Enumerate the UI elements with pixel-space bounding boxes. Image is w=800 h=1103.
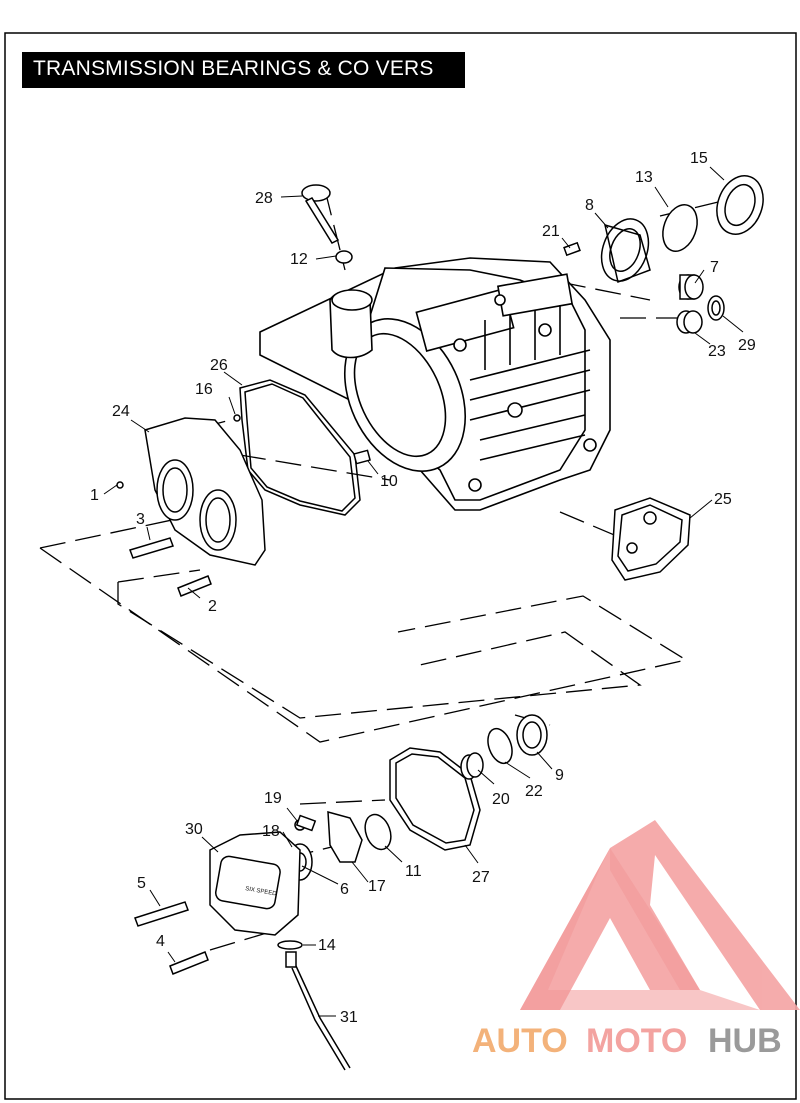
transmission-case — [259, 257, 611, 511]
callout-30: 30 — [185, 821, 203, 838]
upper-bearings — [563, 175, 764, 334]
lower-bearings — [134, 714, 548, 1071]
callout-19: 19 — [264, 790, 282, 807]
callout-25: 25 — [714, 491, 732, 508]
callout-28: 28 — [255, 190, 273, 207]
watermark-text: AUTO MOTO HUB — [472, 1022, 782, 1060]
watermark-part-2: MOTO — [586, 1022, 687, 1060]
callout-14: 14 — [318, 937, 336, 954]
gasket-25 — [611, 497, 691, 581]
page-border — [4, 32, 797, 1100]
callout-17: 17 — [368, 878, 386, 895]
callout-1: 1 — [90, 487, 99, 504]
callout-2: 2 — [208, 598, 217, 615]
callout-7: 7 — [710, 259, 719, 276]
callout-11: 11 — [405, 863, 422, 880]
callout-5: 5 — [137, 875, 146, 892]
callout-31: 31 — [340, 1009, 358, 1026]
diagram-title: TRANSMISSION BEARINGS & CO VERS — [33, 57, 434, 80]
callout-29: 29 — [738, 337, 756, 354]
plug-bolt — [301, 184, 353, 264]
callout-27: 27 — [472, 869, 490, 886]
callout-16: 16 — [195, 381, 213, 398]
callout-26: 26 — [210, 357, 228, 374]
watermark-part-1: AUTO — [472, 1022, 568, 1060]
callout-21: 21 — [542, 223, 560, 240]
callout-6: 6 — [340, 881, 349, 898]
callout-15: 15 — [690, 150, 708, 167]
cover-text: SIX SPEED — [245, 886, 278, 898]
callout-23: 23 — [708, 343, 726, 360]
callout-10: 10 — [380, 473, 398, 490]
callout-3: 3 — [136, 511, 145, 528]
callout-18: 18 — [262, 823, 280, 840]
callout-12: 12 — [290, 251, 308, 268]
watermark-logo — [520, 820, 800, 1010]
watermark-part-3: HUB — [708, 1022, 782, 1060]
callout-4: 4 — [156, 933, 165, 950]
callout-labels: 1 2 3 4 5 6 7 8 9 10 11 12 13 14 15 16 1… — [90, 150, 756, 1026]
callout-20: 20 — [492, 791, 510, 808]
callout-13: 13 — [635, 169, 653, 186]
callout-24: 24 — [112, 403, 130, 420]
callout-9: 9 — [555, 767, 564, 784]
leader-lines — [103, 166, 744, 1017]
title-bar — [22, 52, 465, 88]
callout-8: 8 — [585, 197, 594, 214]
side-cover-group — [116, 379, 371, 597]
callout-22: 22 — [525, 783, 543, 800]
